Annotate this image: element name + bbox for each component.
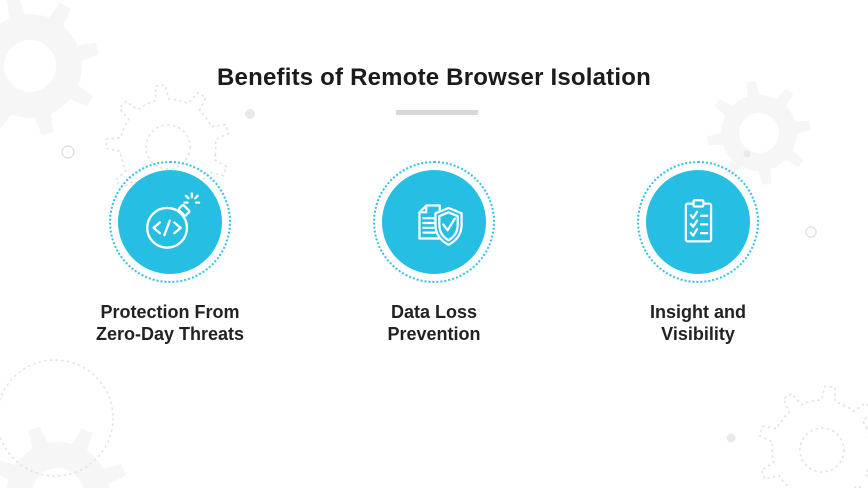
dotted-gear-icon <box>758 385 868 488</box>
deco-dashed-circle <box>0 359 114 477</box>
benefit-circle <box>646 170 750 274</box>
benefit-label: Protection From Zero-Day Threats <box>96 301 244 345</box>
dotted-gear-hub <box>799 427 845 473</box>
shield-check-document-icon <box>418 204 463 246</box>
benefit-label-line-1: Protection From <box>100 302 240 322</box>
benefit-label-line-1: Data Loss <box>390 302 478 322</box>
dotted-ring <box>373 161 495 283</box>
benefits-row: Protection From Zero-Day Threats <box>38 161 830 345</box>
gear-hole <box>32 468 84 488</box>
page-title: Benefits of Remote Browser Isolation <box>217 64 651 91</box>
deco-ring <box>61 145 75 159</box>
benefit-item-data-loss: Data Loss Prevention <box>302 161 566 345</box>
deco-dot <box>245 109 255 119</box>
deco-dot <box>726 433 736 443</box>
benefit-label-line-1: Insight and <box>650 302 746 322</box>
deco-dot <box>743 150 751 158</box>
benefit-label-line-2: Prevention <box>387 324 481 344</box>
benefit-label: Insight and Visibility <box>650 301 746 345</box>
benefit-circle <box>382 170 486 274</box>
benefit-label-line-2: Visibility <box>661 324 735 344</box>
benefit-item-insight: Insight and Visibility <box>566 161 830 345</box>
benefit-item-zero-day: Protection From Zero-Day Threats <box>38 161 302 345</box>
dotted-ring <box>109 161 231 283</box>
title-underline <box>396 110 478 115</box>
benefit-circle <box>118 170 222 274</box>
checklist-clipboard-icon <box>684 199 713 243</box>
gear-hole <box>739 113 779 153</box>
gear-icon <box>0 426 126 488</box>
benefit-label-line-2: Zero-Day Threats <box>95 324 245 344</box>
benefit-label: Data Loss Prevention <box>387 301 480 345</box>
bomb-code-icon <box>146 192 201 249</box>
dotted-ring <box>637 161 759 283</box>
